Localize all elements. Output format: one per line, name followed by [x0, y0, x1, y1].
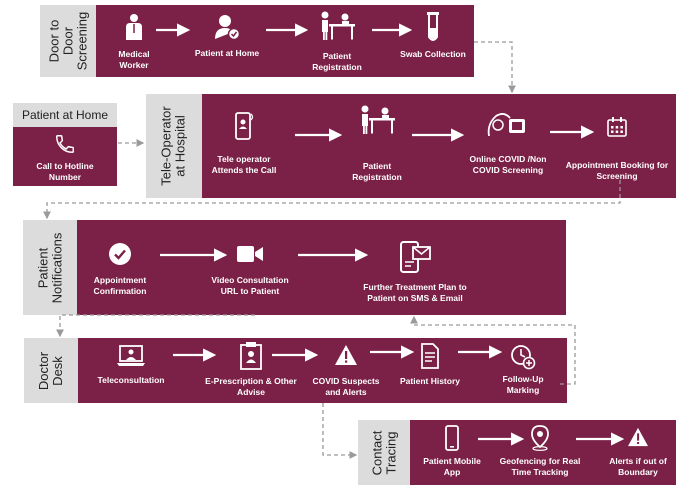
- connector-notifications-to-doctor: [56, 314, 255, 338]
- patient-at-home-band: Call to Hotline Number: [13, 127, 117, 186]
- tele-operator-label: Tele-Operator at Hospital: [159, 106, 189, 186]
- notifications-label: Patient Notifications: [35, 232, 64, 303]
- mobile-user-icon: [235, 112, 254, 140]
- clock-plus-icon: [511, 345, 536, 370]
- doctor-step-patient-history: Patient History: [400, 376, 460, 386]
- doctor-desk-label-box: Doctor Desk: [24, 338, 78, 403]
- calendar-icon: [607, 117, 627, 137]
- contact-step-geofencing: Geofencing for Real Time Tracking: [499, 456, 581, 477]
- document-icon: [421, 343, 439, 369]
- patient-at-home-title: Patient at Home: [21, 108, 109, 122]
- mobile-phone-icon: [445, 425, 459, 451]
- doctor-step-teleconsultation: Teleconsultation: [97, 375, 165, 385]
- doctor-step-follow-up: Follow-Up Marking: [502, 374, 544, 395]
- tele-step-registration: Patient Registration: [352, 161, 402, 182]
- doctor-desk-band: Teleconsultation E-Prescription & Other …: [78, 338, 567, 403]
- registration-icon: [361, 105, 395, 134]
- door-step-medical-worker: Medical Worker: [118, 49, 150, 70]
- connector-doctor-to-contact: [322, 403, 358, 459]
- patient-at-home-title-box: Patient at Home: [13, 103, 117, 127]
- notifications-band: Appointment Confirmation Video Consultat…: [77, 220, 566, 315]
- contact-tracing-band: Patient Mobile App Geofencing for Real T…: [410, 420, 676, 485]
- laptop-doctor-icon: [117, 345, 145, 366]
- doctor-step-eprescription: E-Prescription & Other Advise: [205, 376, 297, 397]
- location-pin-icon: [531, 425, 549, 451]
- contact-step-alerts: Alerts if out of Boundary: [609, 456, 667, 477]
- prescription-icon: [240, 342, 262, 370]
- warning-icon: [628, 427, 648, 447]
- contact-tracing-label-box: Contact Tracing: [358, 420, 410, 485]
- doctor-icon: [126, 14, 142, 40]
- doctor-step-covid-suspects: COVID Suspects and Alerts: [312, 376, 380, 397]
- door-step-patient-registration: Patient Registration: [312, 51, 362, 72]
- mobile-message-icon: [400, 241, 431, 273]
- test-tube-icon: [427, 12, 439, 41]
- door-step-patient-at-home: Patient at Home: [194, 48, 260, 58]
- notif-step-appointment: Appointment Confirmation: [93, 275, 147, 296]
- call-to-hotline-caption: Call to Hotline Number: [36, 161, 94, 182]
- contact-step-mobile-app: Patient Mobile App: [423, 456, 481, 477]
- tele-operator-band: Tele operator Attends the Call Patient R…: [202, 94, 676, 198]
- tele-operator-label-box: Tele-Operator at Hospital: [146, 94, 202, 198]
- notif-step-treatment-plan: Further Treatment Plan to Patient on SMS…: [363, 282, 467, 303]
- tele-step-operator: Tele operator Attends the Call: [211, 154, 277, 175]
- virus-screening-icon: [487, 113, 525, 137]
- door-step-swab-collection: Swab Collection: [400, 49, 466, 59]
- door-to-door-label-box: Door to Door Screening: [40, 5, 96, 77]
- notif-step-video: Video Consultation URL to Patient: [211, 275, 289, 296]
- doctor-desk-label: Doctor Desk: [35, 351, 65, 390]
- notifications-label-box: Patient Notifications: [23, 220, 77, 315]
- video-icon: [237, 246, 263, 262]
- door-to-door-band: Medical Worker Patient at Home Patient R…: [96, 5, 474, 77]
- registration-icon: [321, 11, 355, 40]
- connector-door-to-tele: [474, 41, 516, 94]
- door-to-door-label: Door to Door Screening: [46, 11, 90, 71]
- tele-step-screening: Online COVID /Non COVID Screening: [469, 154, 547, 175]
- tele-step-appointment: Appointment Booking for Screening: [565, 160, 669, 181]
- check-circle-icon: [109, 243, 131, 265]
- phone-icon: [56, 135, 74, 153]
- user-check-icon: [215, 15, 241, 41]
- warning-icon: [335, 345, 357, 365]
- contact-tracing-label: Contact Tracing: [369, 430, 398, 475]
